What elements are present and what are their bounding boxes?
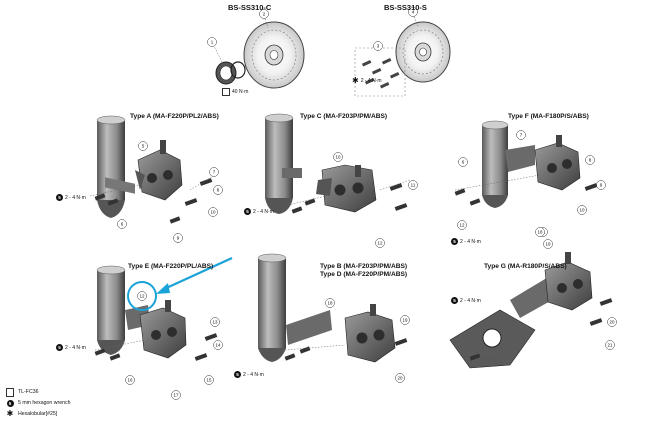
svg-text:18: 18 [537, 230, 543, 235]
fork-type-bd [257, 253, 332, 362]
caliper-type-f [534, 135, 581, 191]
hexagon-wrench-icon: 5 [6, 399, 14, 407]
svg-text:6: 6 [121, 222, 124, 227]
svg-text:10: 10 [335, 155, 341, 160]
svg-text:19: 19 [545, 242, 551, 247]
hexalobular-icon: ✱ [6, 409, 14, 418]
caliper-type-e-title: Type E (MA-F220P/PL/ABS) [128, 263, 214, 270]
caliper-type-c-torque: 5 2 - 4 N·m [244, 208, 274, 215]
rotor-center-lock [211, 15, 305, 89]
svg-text:10: 10 [210, 210, 216, 215]
hexagon-wrench-icon: 5 [234, 371, 241, 378]
hexagon-wrench-icon: 5 [244, 208, 251, 215]
fork-type-a [96, 115, 135, 218]
caliper-type-e [139, 300, 187, 359]
svg-text:2: 2 [263, 12, 266, 17]
svg-text:18: 18 [327, 301, 333, 306]
svg-text:9: 9 [600, 183, 603, 188]
svg-text:5: 5 [142, 144, 145, 149]
highlight-callout [127, 256, 233, 311]
legend-row: TL-FC36 [6, 387, 70, 397]
caliper-type-g-title: Type G (MA-R180P/S/ABS) [484, 263, 567, 270]
fork-type-f [481, 120, 535, 208]
svg-text:7: 7 [520, 133, 523, 138]
svg-text:3: 3 [377, 44, 380, 49]
legend-row: 5 5 mm hexagon wrench [6, 399, 70, 407]
caliper-type-a-torque: 5 2 - 4 N·m [56, 194, 86, 201]
svg-text:20: 20 [397, 376, 403, 381]
hexagon-wrench-icon: 5 [451, 238, 458, 245]
svg-text:13: 13 [212, 320, 218, 325]
rotor-6-bolt [354, 13, 451, 97]
svg-text:6: 6 [462, 160, 465, 165]
hexagon-wrench-icon: 5 [451, 297, 458, 304]
svg-text:14: 14 [215, 343, 221, 348]
caliper-type-d-title: Type D (MA-F220P/PM/ABS) [320, 271, 408, 278]
caliper-type-g-torque: 5 2 - 4 N·m [451, 297, 481, 304]
svg-text:20: 20 [609, 320, 615, 325]
hexalobular-icon: ✱ [352, 76, 359, 85]
rotor-right-title: BS-SS310-S [384, 3, 427, 12]
svg-text:19: 19 [402, 318, 408, 323]
caliper-type-a [135, 140, 183, 201]
svg-text:8: 8 [589, 158, 592, 163]
hardware-parts [94, 178, 613, 361]
svg-text:12: 12 [377, 241, 383, 246]
caliper-type-a-title: Type A (MA-F220P/PL2/ABS) [130, 113, 219, 120]
svg-text:15: 15 [206, 378, 212, 383]
svg-text:16: 16 [127, 378, 133, 383]
caliper-type-e-torque: 5 2 - 4 N·m [56, 344, 86, 351]
caliper-type-g [544, 252, 593, 311]
caliper-type-bd [344, 304, 396, 363]
caliper-type-b-title: Type B (MA-F203P/PM/ABS) [320, 263, 408, 270]
rotor-right-torque: ✱ 2 - 4 N·m [352, 76, 382, 85]
caliper-type-f-torque: 5 2 - 4 N·m [451, 238, 481, 245]
svg-text:11: 11 [411, 183, 416, 188]
svg-text:12: 12 [459, 223, 465, 228]
fork-type-c [264, 113, 302, 214]
svg-text:9: 9 [177, 236, 180, 241]
caliper-type-f-title: Type F (MA-F180P/S/ABS) [508, 113, 589, 120]
caliper-type-c-title: Type C (MA-F203P/PM/ABS) [300, 113, 388, 120]
svg-text:1: 1 [211, 40, 214, 45]
svg-text:8: 8 [217, 188, 220, 193]
svg-text:10: 10 [579, 208, 585, 213]
caliper-type-c [316, 164, 377, 213]
svg-text:12: 12 [139, 294, 145, 299]
svg-text:7: 7 [213, 170, 216, 175]
tool-legend: TL-FC36 5 5 mm hexagon wrench ✱ Hexalobu… [6, 387, 70, 421]
rotor-left-title: BS-SS310-C [228, 3, 272, 12]
hexagon-wrench-icon: 5 [56, 194, 63, 201]
legend-row: ✱ Hexalobular[#25] [6, 409, 58, 418]
rotor-left-torque: 40 N·m [222, 88, 248, 96]
svg-text:4: 4 [412, 10, 415, 15]
caliper-type-bd-torque: 5 2 - 4 N·m [234, 371, 264, 378]
part-callouts: 1 2 3 4 5 6 7 8 9 10 10 11 12 6 7 8 9 10… [117, 7, 617, 400]
hexagon-wrench-icon: 5 [56, 344, 63, 351]
tool-icon [222, 88, 230, 96]
svg-text:17: 17 [173, 393, 179, 398]
fork-type-e [96, 265, 150, 355]
leader-lines [89, 174, 541, 356]
tool-icon [6, 387, 14, 397]
svg-text:21: 21 [607, 343, 613, 348]
